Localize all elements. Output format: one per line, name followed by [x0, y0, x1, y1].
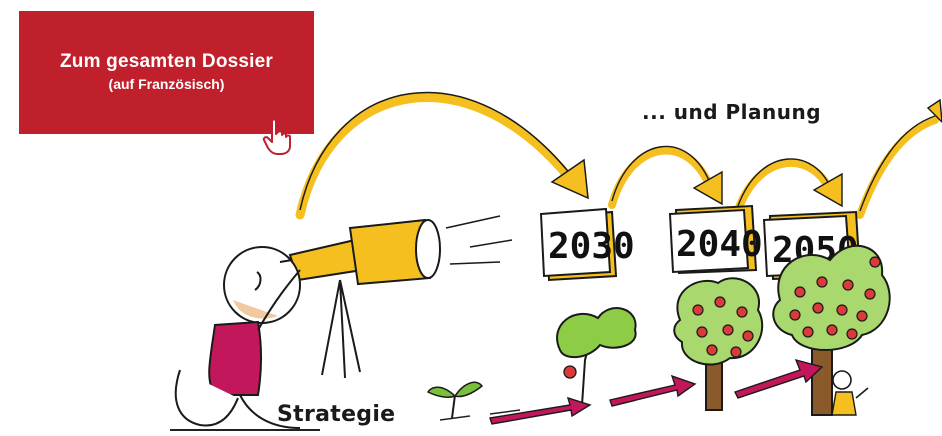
person-figure — [174, 246, 301, 429]
year-label-2030: 2030 — [548, 226, 635, 267]
ground-dash — [439, 409, 521, 421]
small-figure — [831, 370, 869, 416]
progress-arrow-1 — [489, 396, 592, 425]
strategy-label: Strategie — [277, 402, 396, 427]
arc-arrow-to-2050 — [734, 158, 843, 214]
arc-arrow-to-2030 — [295, 91, 589, 220]
apple-tree-medium — [673, 277, 764, 411]
dossier-link-title: Zum gesamten Dossier — [59, 51, 274, 72]
hand-pointer-icon — [262, 118, 291, 155]
vision-lines — [445, 215, 513, 265]
progress-arrow-3 — [734, 358, 824, 399]
year-sign-2040: 2040 — [668, 204, 763, 275]
sapling — [426, 381, 484, 419]
telescope-icon — [288, 218, 441, 379]
arc-arrow-to-2040 — [608, 145, 723, 209]
planning-label: ... und Planung — [642, 100, 822, 124]
progress-arrows — [489, 358, 824, 425]
arc-arrow-future — [856, 98, 942, 219]
year-sign-2030: 2030 — [539, 207, 635, 282]
apple-tree-large — [772, 244, 891, 416]
young-tree — [556, 307, 637, 406]
progress-arrow-2 — [609, 374, 697, 407]
year-label-2040: 2040 — [676, 224, 763, 265]
dossier-link-button[interactable]: Zum gesamten Dossier (auf Französisch) — [19, 11, 314, 134]
dossier-link-subtitle: (auf Französisch) — [108, 76, 225, 92]
